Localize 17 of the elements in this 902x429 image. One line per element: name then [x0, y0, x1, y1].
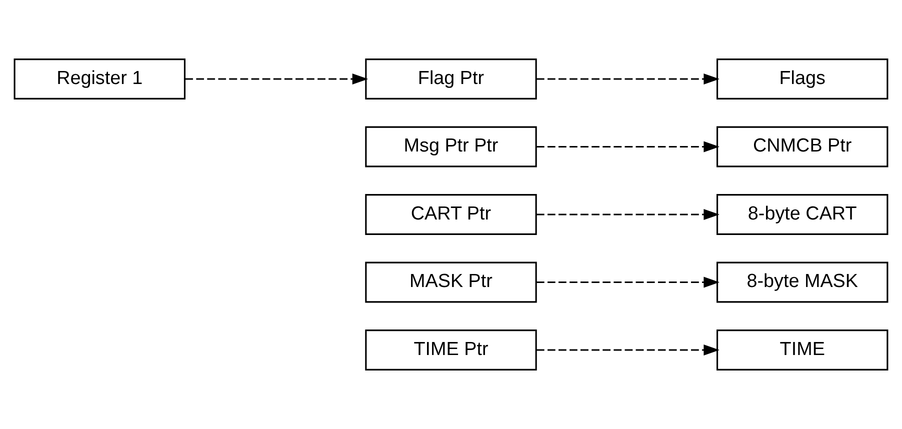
node-box: CNMCB Ptr: [716, 126, 888, 168]
arrow: [536, 141, 720, 152]
node-box: MASK Ptr: [365, 262, 537, 303]
node-box: CART Ptr: [365, 194, 537, 235]
node-box: Msg Ptr Ptr: [365, 126, 537, 168]
arrow: [536, 344, 720, 356]
arrow: [536, 73, 720, 85]
node-box: 8-byte CART: [716, 194, 888, 235]
arrow: [536, 208, 720, 220]
node-box: Register 1: [14, 58, 186, 100]
node-box: TIME: [716, 330, 888, 370]
node-box: Flag Ptr: [365, 58, 537, 100]
arrow: [185, 73, 368, 85]
arrow: [536, 276, 720, 288]
node-box: Flags: [716, 58, 888, 100]
node-box: 8-byte MASK: [716, 262, 888, 303]
node-box: TIME Ptr: [365, 330, 537, 370]
